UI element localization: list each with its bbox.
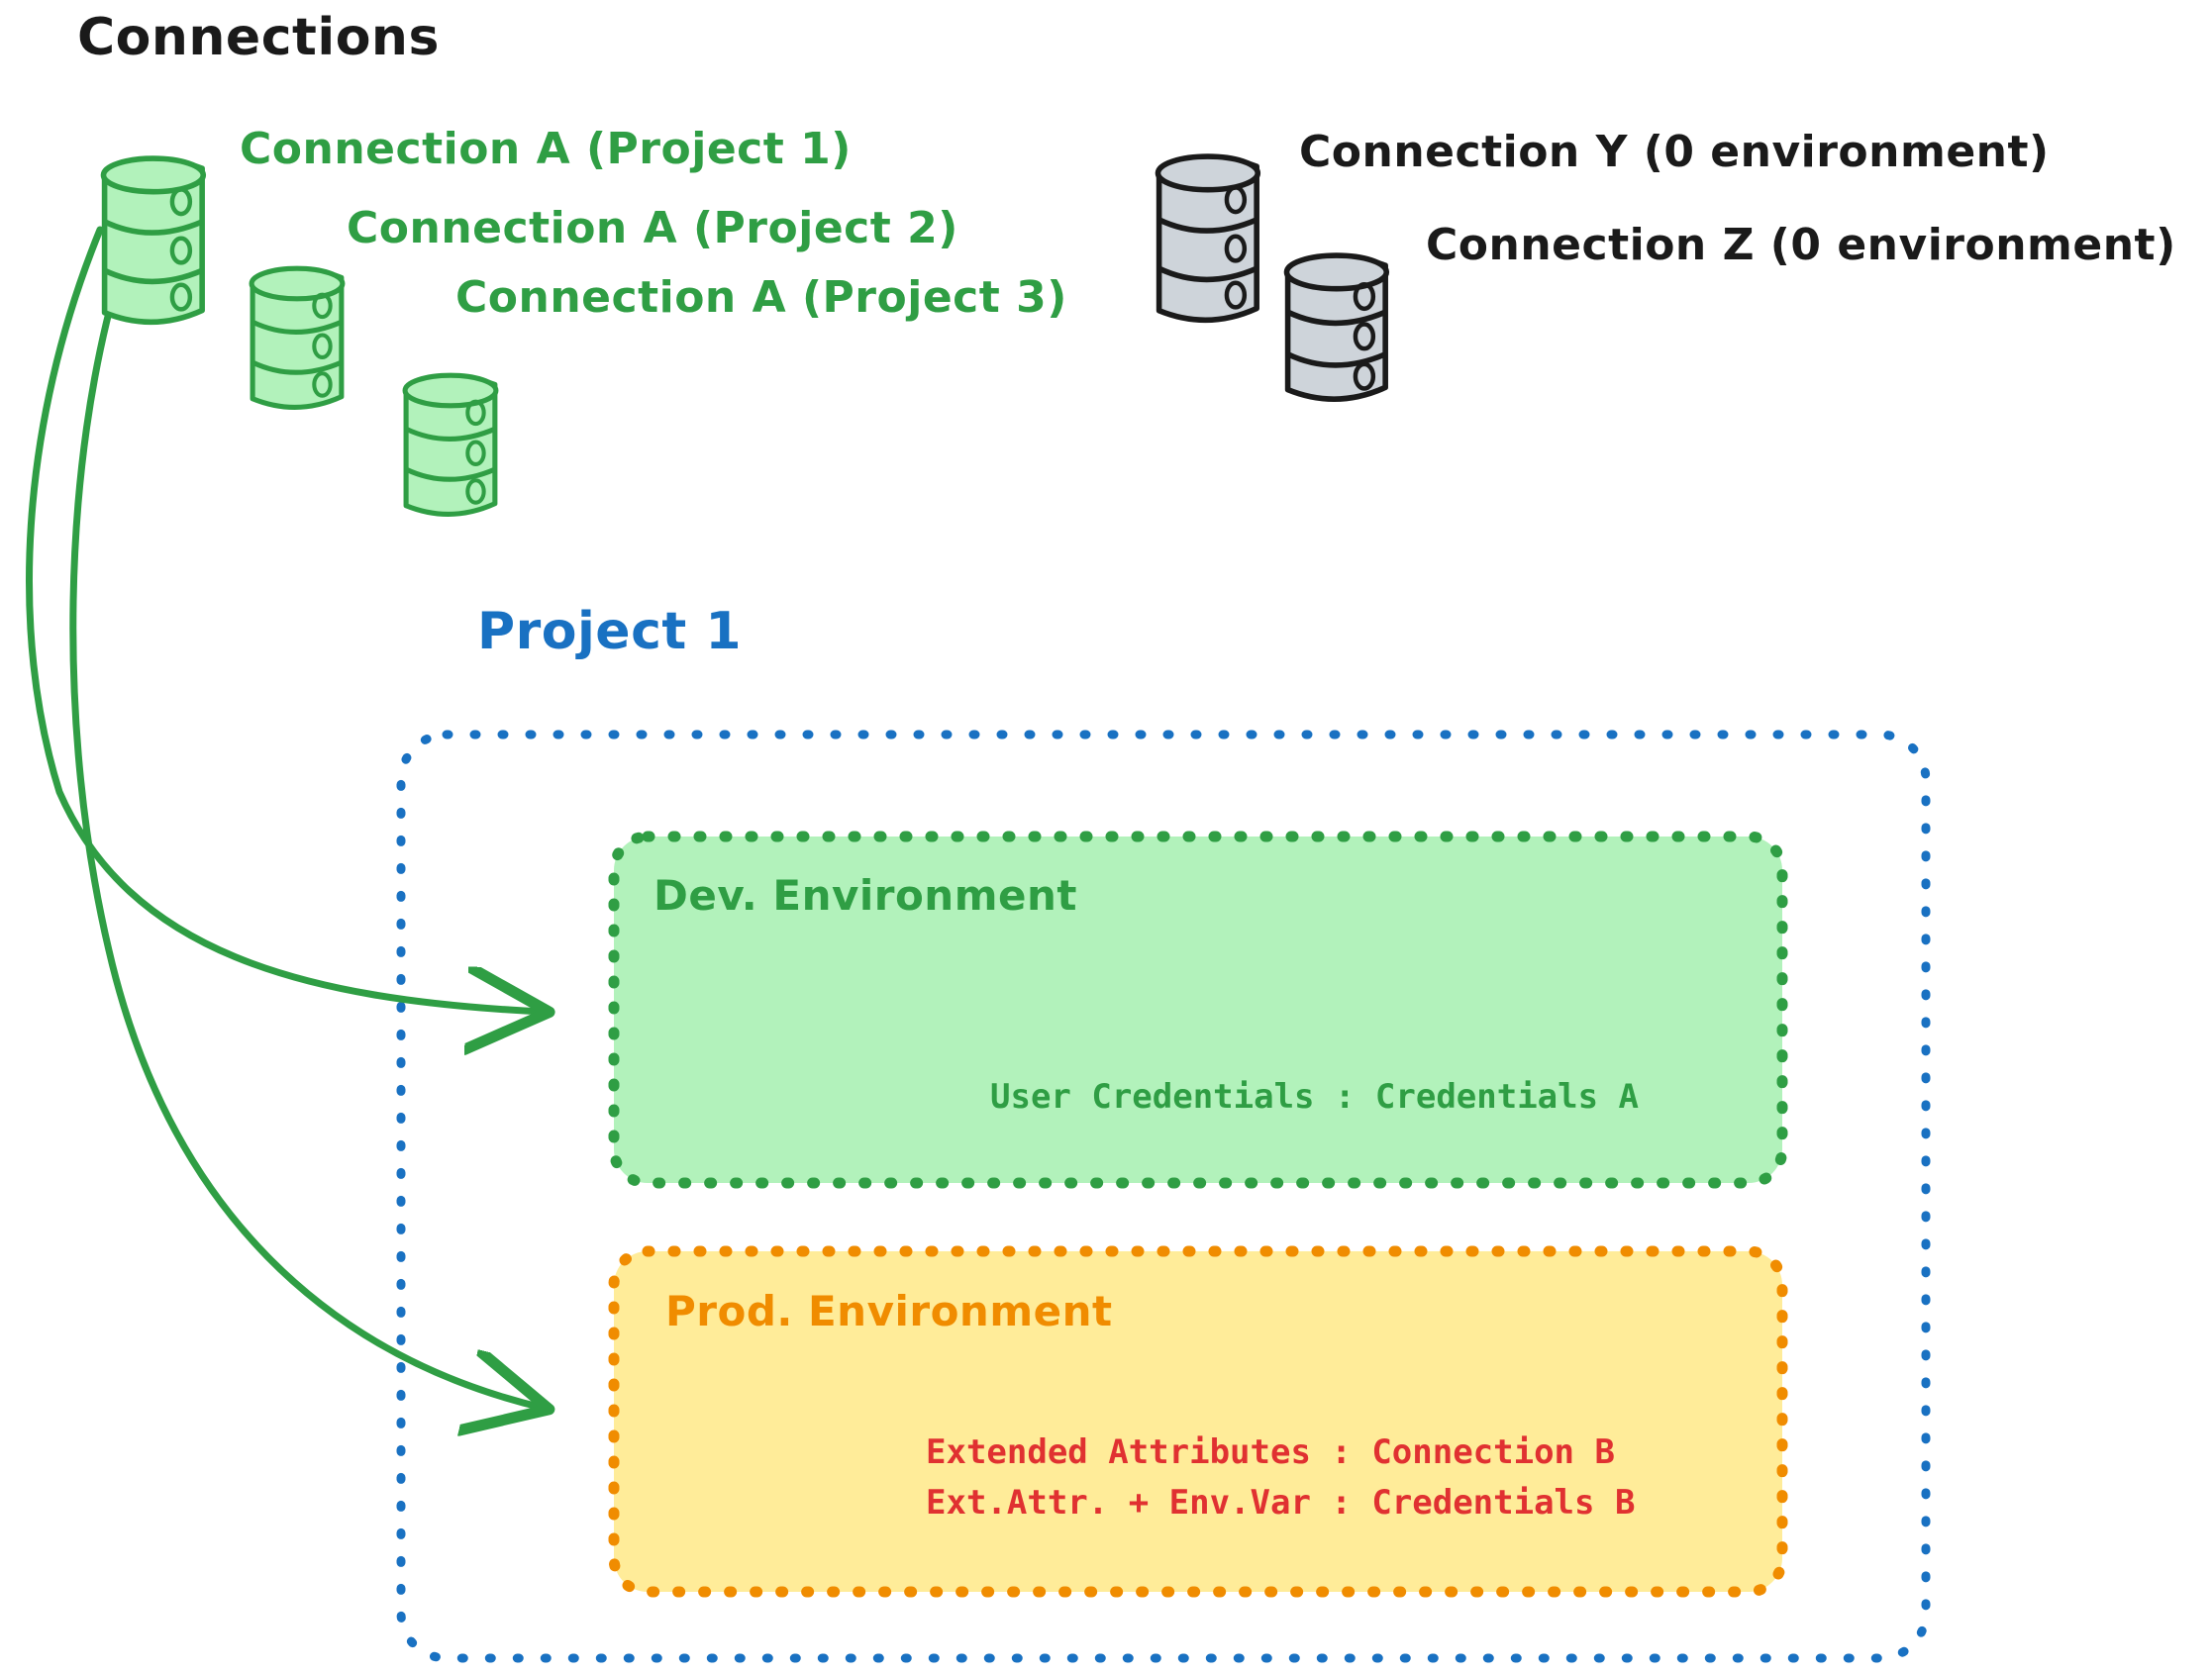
project-title: Project 1 — [477, 602, 743, 661]
page-title: Connections — [77, 8, 440, 67]
connection-label-z: Connection Z (0 environment) — [1426, 220, 2176, 270]
prod-environment-box — [608, 1245, 1788, 1598]
connection-label-y: Connection Y (0 environment) — [1299, 127, 2050, 177]
dev-environment-credentials: User Credentials : Credentials A — [990, 1077, 1640, 1117]
database-icon-connection-a3 — [402, 372, 499, 517]
prod-environment-title: Prod. Environment — [665, 1287, 1113, 1335]
connection-arrow-to-prod — [69, 265, 543, 1408]
dev-environment-title: Dev. Environment — [654, 871, 1077, 920]
dev-environment-box — [608, 831, 1788, 1189]
project-1-container — [396, 730, 1931, 1663]
connection-label-a3: Connection A (Project 3) — [455, 272, 1067, 323]
database-icon-connection-a2 — [249, 265, 346, 410]
connection-label-a1: Connection A (Project 1) — [240, 124, 852, 174]
prod-environment-extended-attributes: Extended Attributes : Connection B — [926, 1432, 1615, 1472]
database-icon-connection-y — [1155, 153, 1261, 324]
connection-label-a2: Connection A (Project 2) — [347, 203, 958, 253]
prod-environment-env-var: Ext.Attr. + Env.Var : Credentials B — [926, 1483, 1636, 1523]
database-icon-connection-z — [1283, 252, 1390, 402]
connection-arrow-to-dev — [26, 226, 543, 1012]
database-icon-connection-a1 — [100, 155, 207, 326]
